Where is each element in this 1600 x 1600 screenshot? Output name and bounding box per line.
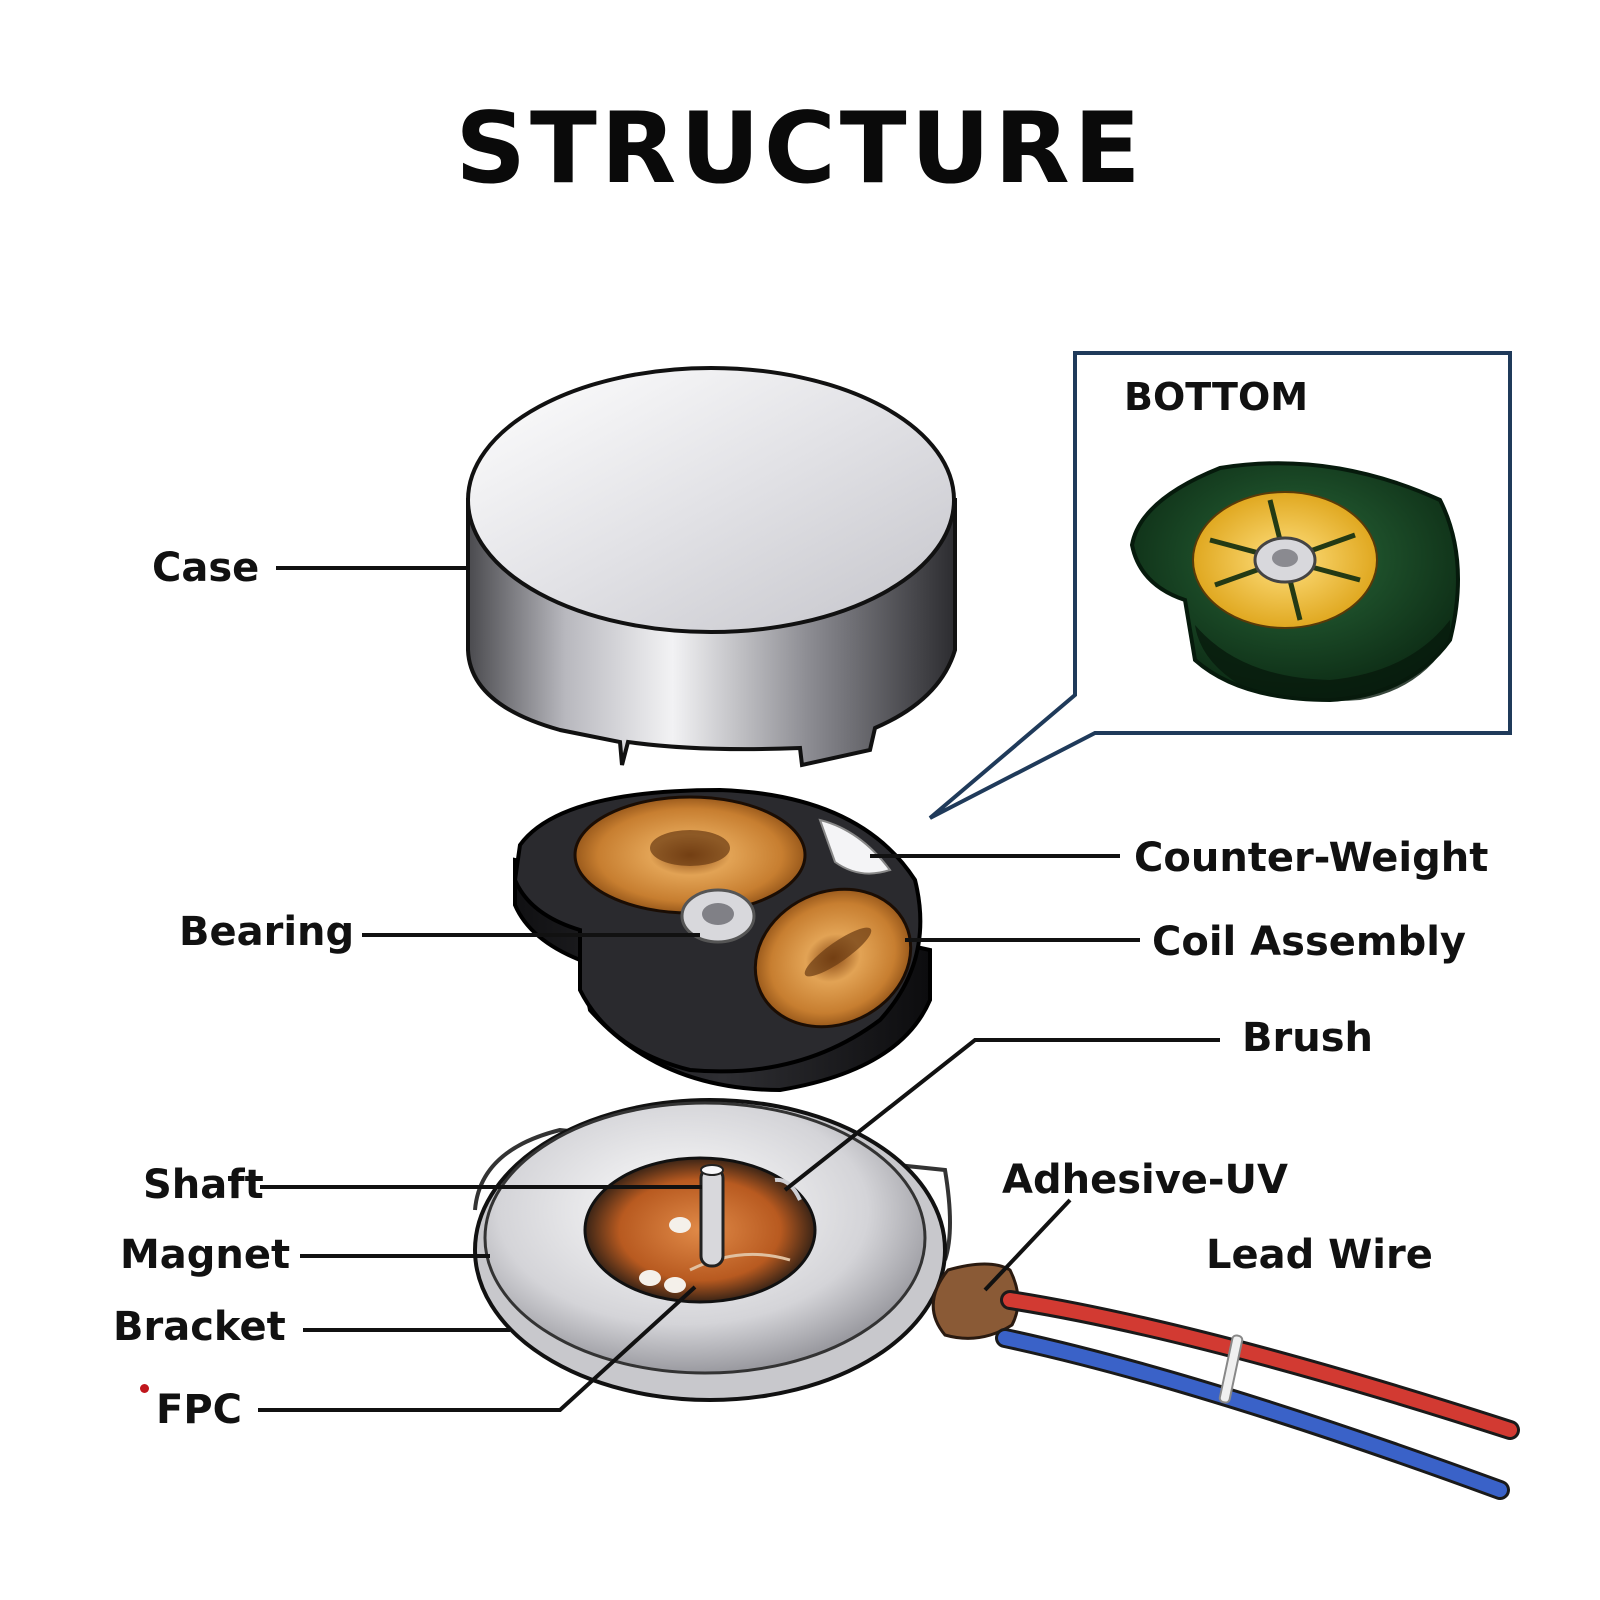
label-coil-assembly: Coil Assembly xyxy=(1152,919,1466,965)
rotor-part xyxy=(512,787,932,1093)
shaft xyxy=(699,1166,725,1268)
adhesive-uv xyxy=(931,1262,1020,1340)
counter-weight xyxy=(818,818,892,875)
brush-leader xyxy=(783,1038,1220,1192)
bracket-part xyxy=(473,1098,1520,1500)
bottom-inset xyxy=(928,351,1512,820)
label-shaft: Shaft xyxy=(143,1162,264,1208)
label-magnet: Magnet xyxy=(120,1232,291,1278)
fpc-leader xyxy=(258,1285,697,1412)
label-fpc: FPC xyxy=(156,1387,242,1433)
brush-wire xyxy=(774,1177,802,1201)
page-title: STRUCTURE xyxy=(455,92,1145,206)
adhesive-uv-leader xyxy=(983,1198,1072,1292)
label-bracket: Bracket xyxy=(113,1304,286,1350)
case-part xyxy=(466,366,957,768)
label-case: Case xyxy=(152,545,260,591)
fpc-marker-dot xyxy=(140,1384,149,1393)
label-bearing: Bearing xyxy=(179,909,355,955)
label-adhesive-uv: Adhesive-UV xyxy=(1002,1157,1288,1203)
label-brush: Brush xyxy=(1242,1015,1373,1061)
inset-label-bottom: BOTTOM xyxy=(1124,375,1309,419)
label-counter-weight: Counter-Weight xyxy=(1134,835,1489,881)
label-lead-wire: Lead Wire xyxy=(1206,1232,1433,1278)
